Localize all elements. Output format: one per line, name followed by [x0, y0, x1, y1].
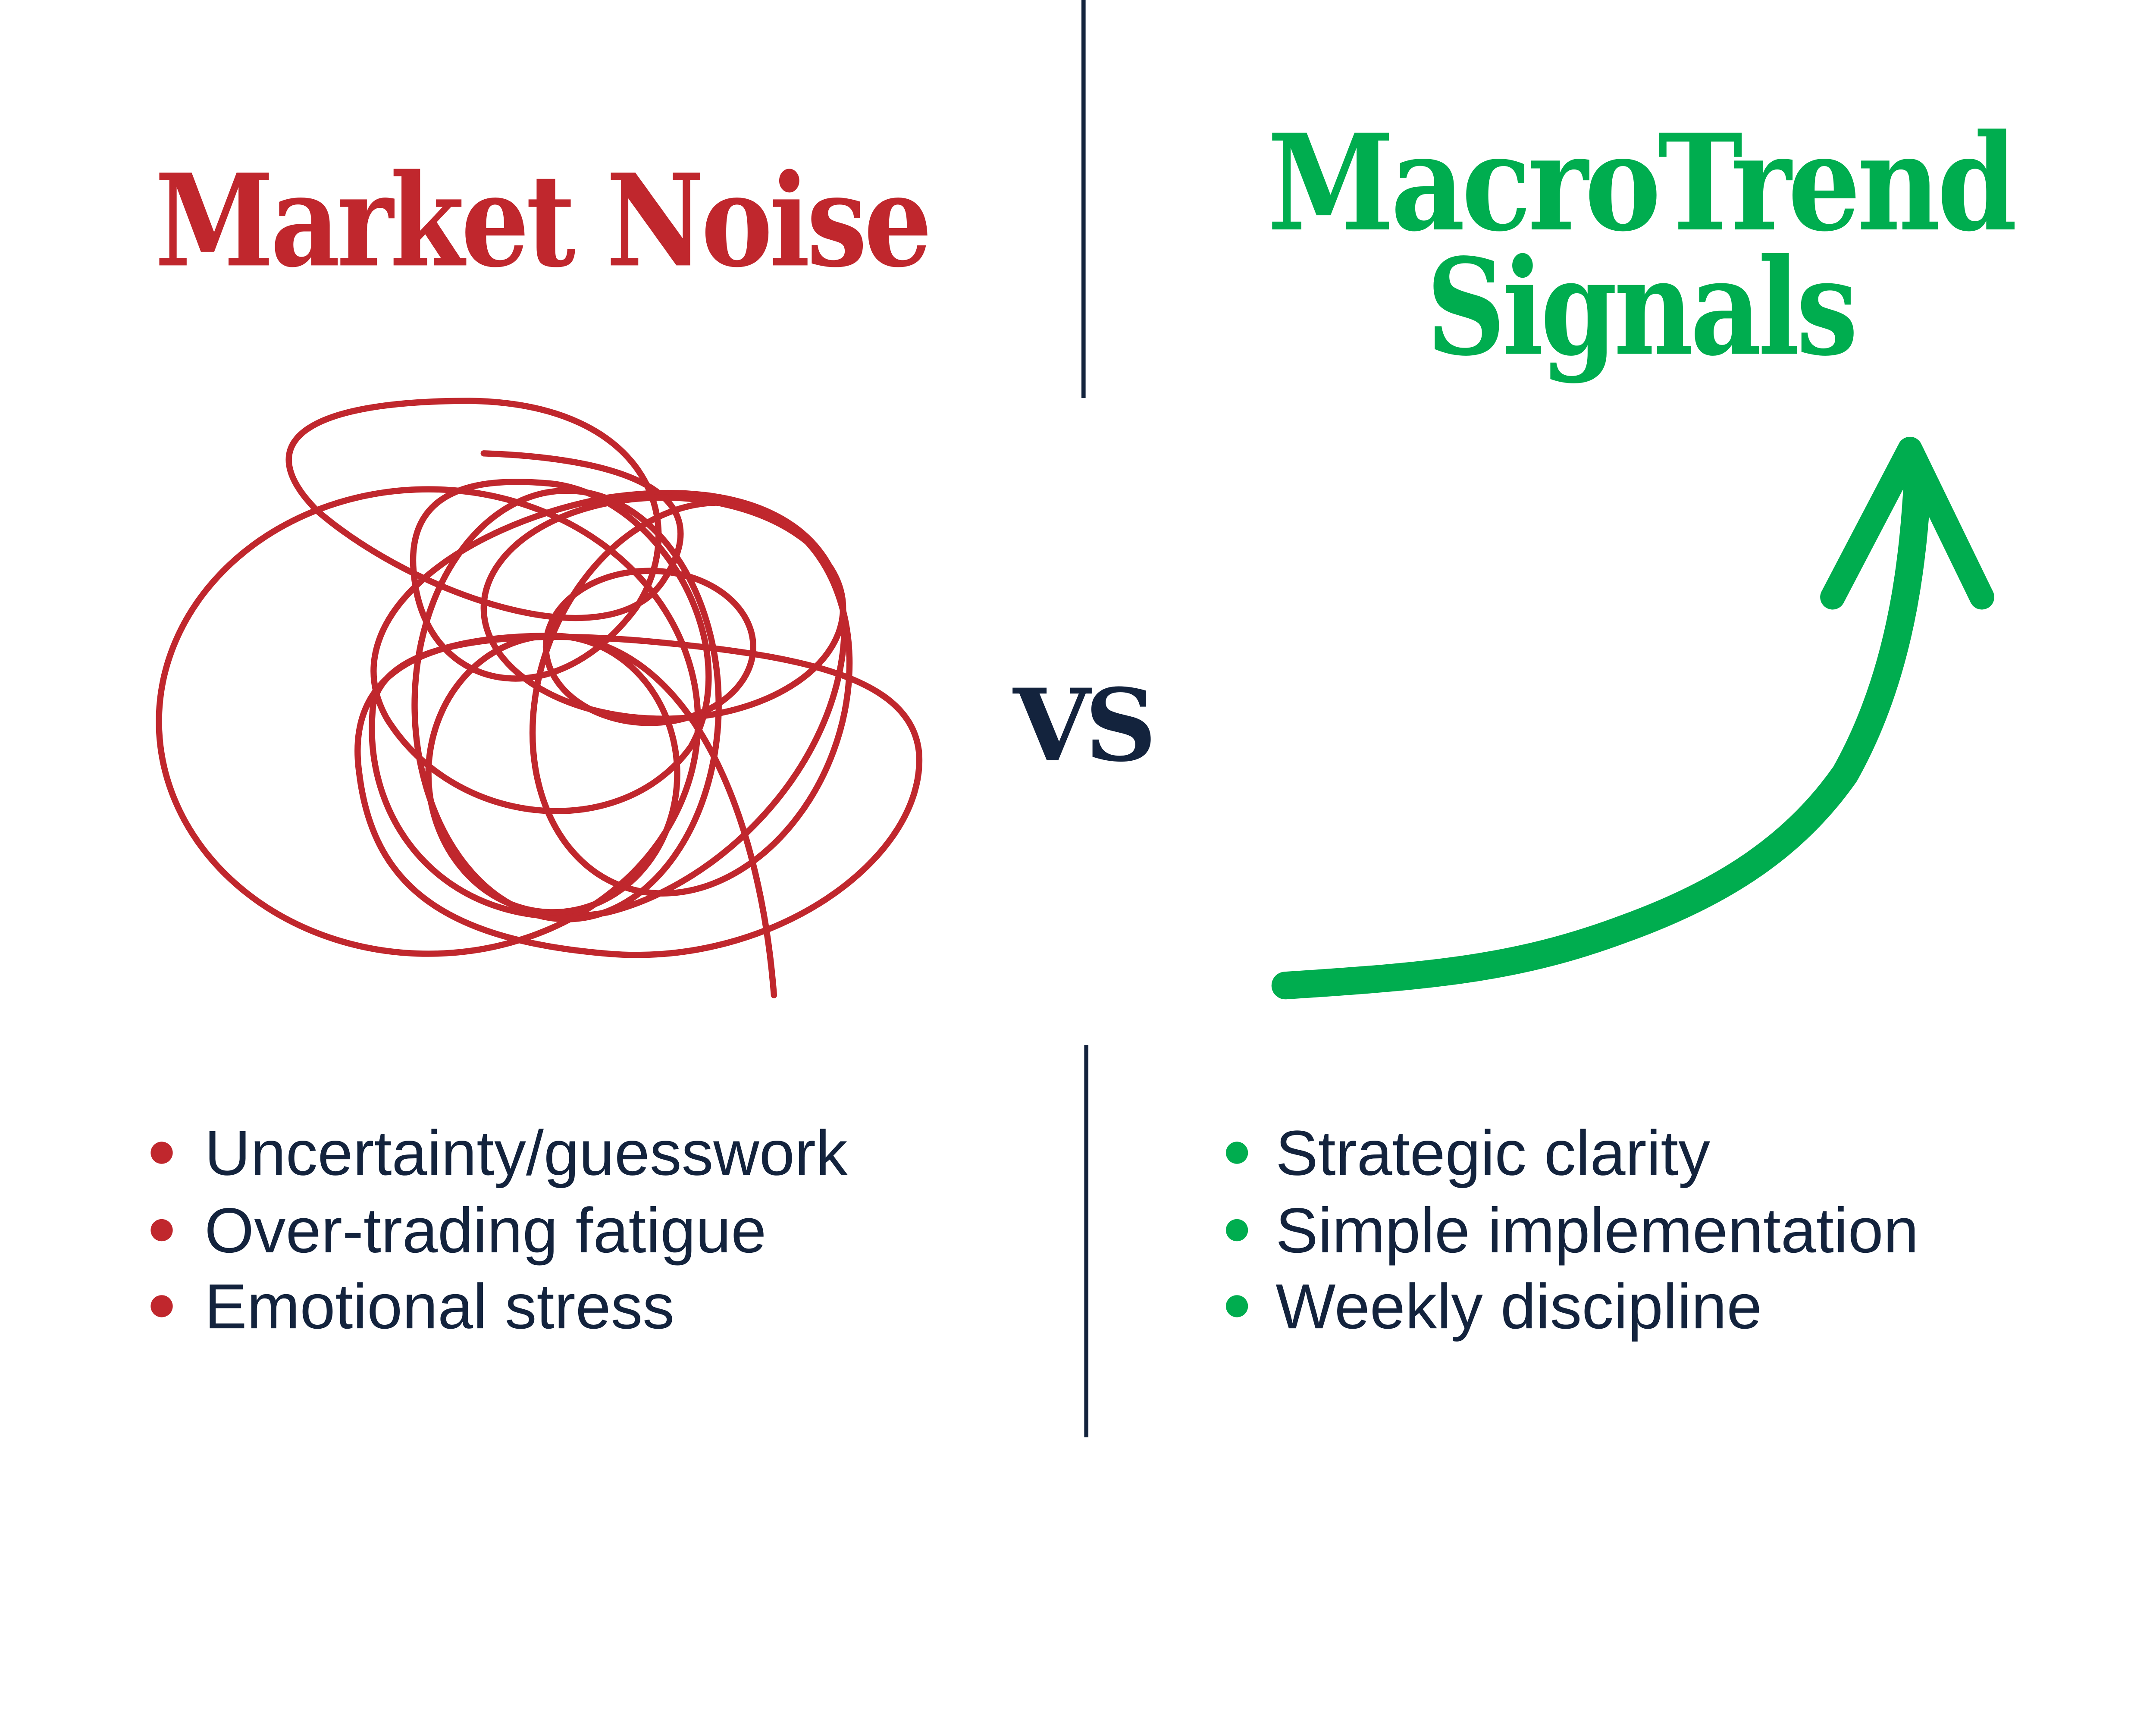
bullet-icon: [150, 1142, 173, 1164]
macrotrend-title-line2: Signals: [1426, 229, 1855, 386]
list-item: Emotional stress: [204, 1271, 674, 1342]
market-noise-title: Market Noise: [155, 146, 929, 295]
list-item: Strategic clarity: [1275, 1118, 1710, 1189]
list-item: Simple implementation: [1275, 1195, 1918, 1266]
upward-trend-arrow-icon: [1271, 436, 1994, 1000]
list-item: Weekly discipline: [1275, 1271, 1762, 1342]
comparison-graphic: Market Noise MacroTrend Signals VS Uncer…: [150, 0, 2020, 1438]
noise-list: Uncertainty/guesswork Over-trading fatig…: [150, 1118, 848, 1342]
bullet-icon: [1225, 1142, 1248, 1164]
list-item: Over-trading fatigue: [204, 1195, 766, 1266]
macrotrend-title-line1: MacroTrend: [1267, 105, 2016, 261]
vs-label: VS: [1012, 667, 1151, 784]
signals-list: Strategic clarity Simple implementation …: [1225, 1118, 1919, 1342]
scribble-tangle-icon: [156, 398, 923, 998]
bullet-icon: [150, 1219, 173, 1242]
bullet-icon: [150, 1295, 173, 1317]
bullet-icon: [1225, 1295, 1248, 1317]
bullet-icon: [1225, 1219, 1248, 1242]
list-item: Uncertainty/guesswork: [204, 1118, 847, 1189]
